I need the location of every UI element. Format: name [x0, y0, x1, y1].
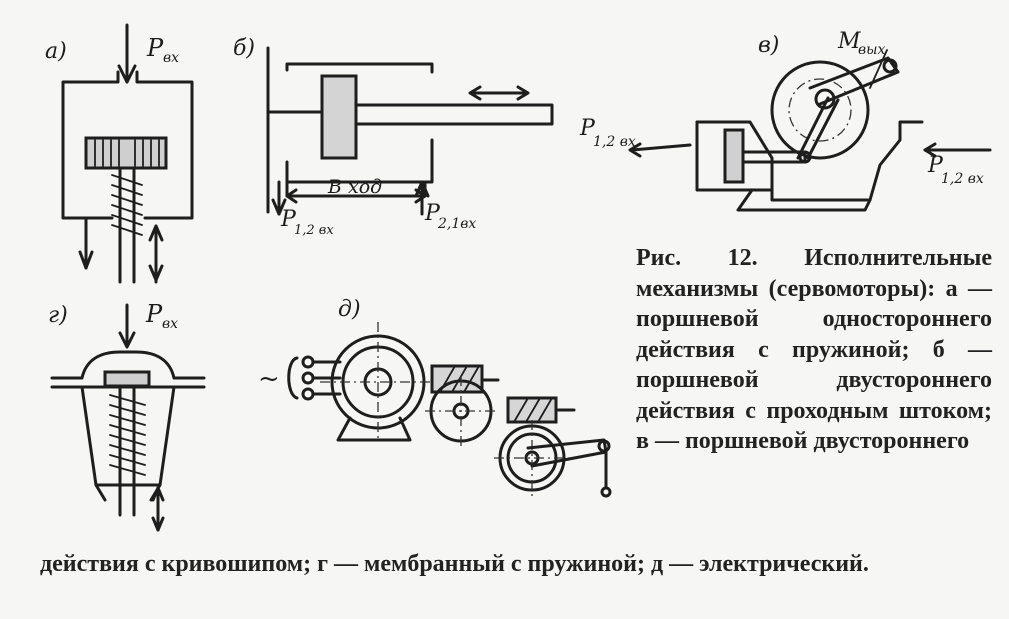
label-p12-v: P	[579, 116, 596, 141]
figure-caption-tail: действия с кривошипом; г — мембранный с …	[40, 551, 869, 577]
label-p21-v-sub: 1,2 вх	[941, 171, 984, 187]
diagram-v: в) M вых P 1,2 вх P 1,2 вх	[579, 29, 992, 212]
label-b: б)	[233, 36, 255, 61]
label-p12: P	[280, 207, 297, 232]
label-stroke: В ход	[327, 176, 382, 198]
label-p-in-a: P	[146, 34, 164, 62]
label-p-in-g: P	[145, 300, 163, 328]
label-v: в)	[758, 33, 779, 58]
label-d: д)	[338, 297, 361, 322]
label-a: а)	[45, 39, 67, 64]
diagram-g: г) P вх	[48, 300, 206, 532]
label-tilde: ~	[258, 364, 280, 394]
diagram-d: д) ~	[258, 297, 612, 498]
label-g: г)	[48, 303, 68, 328]
label-m-out: M	[837, 29, 861, 54]
label-p-in-a-sub: вх	[163, 50, 179, 66]
label-p21-v: P	[927, 153, 944, 178]
label-p21-sub: 2,1вх	[437, 216, 476, 232]
label-m-out-sub: вых	[858, 42, 886, 58]
label-p21: P	[424, 201, 441, 226]
diagram-a: а) P вх	[45, 23, 194, 284]
figure-caption: Рис. 12. Исполнительные механизмы (серво…	[636, 245, 992, 454]
label-p12-sub: 1,2 вх	[294, 223, 334, 238]
diagram-b: б) В ход P 1,2 вх P 2,1вх	[233, 36, 554, 238]
label-p-in-g-sub: вх	[162, 316, 178, 332]
label-p12-v-sub: 1,2 вх	[593, 134, 636, 150]
